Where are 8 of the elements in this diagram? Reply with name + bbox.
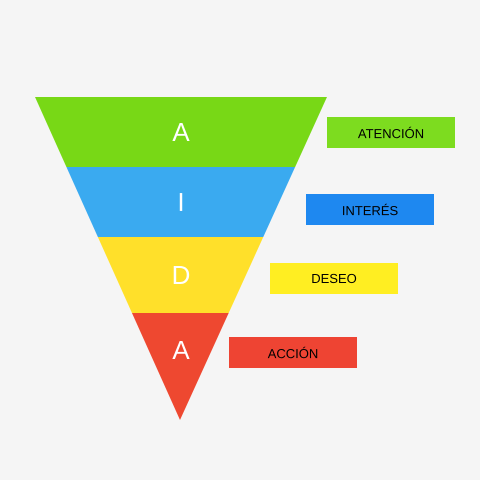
funnel-band: A [35, 97, 327, 167]
label-box: INTERÉS [306, 194, 434, 225]
label-box: ATENCIÓN [327, 117, 455, 148]
label-box: ACCIÓN [229, 337, 357, 368]
label-box: DESEO [270, 263, 398, 294]
funnel-band: D [98, 237, 264, 313]
funnel-band: I [66, 167, 296, 237]
funnel-band: A [132, 313, 229, 420]
